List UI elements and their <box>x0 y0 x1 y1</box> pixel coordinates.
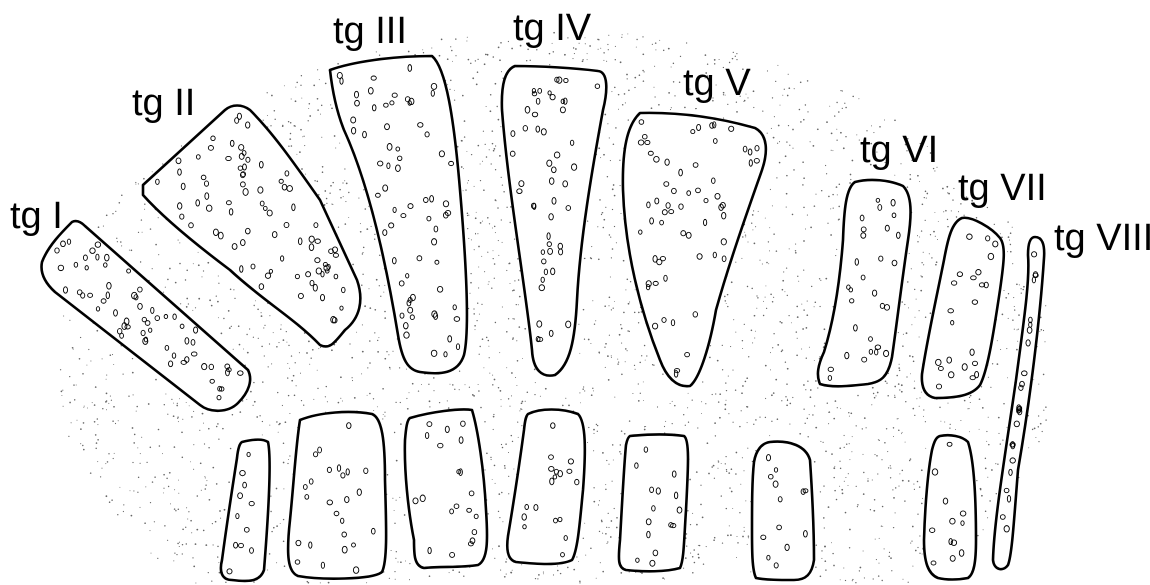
sternite-6-plate <box>752 442 814 580</box>
label-tg-3: tg III <box>333 10 407 52</box>
label-tg-2: tg II <box>132 82 195 124</box>
tergite-7-plate <box>922 218 1004 398</box>
tergite-6-plate <box>818 180 911 386</box>
sternite-2-plate <box>288 412 386 579</box>
label-tg-4: tg IV <box>513 7 592 49</box>
sternite-4-plate <box>507 410 585 565</box>
label-tg-8: tg VIII <box>1054 217 1150 259</box>
sternite-1-plate <box>221 440 270 581</box>
label-tg-5: tg V <box>683 62 751 104</box>
label-tg-6: tg VI <box>860 129 938 171</box>
sternite-3-plate <box>405 409 487 568</box>
tergite-4-plate <box>502 66 606 376</box>
label-tg-1: tg I <box>10 195 63 237</box>
label-tg-7: tg VII <box>958 167 1047 209</box>
